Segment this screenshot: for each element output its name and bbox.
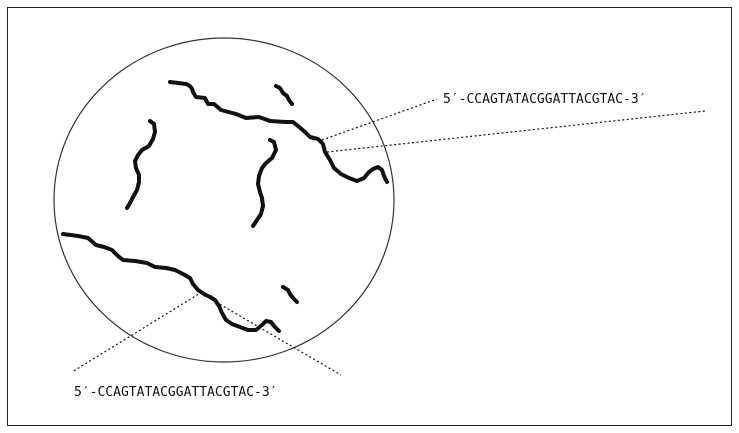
lower-sequence-label: 5′-CCAGTATACGGATTACGTAC-3′ [74,385,278,400]
dna-strand-left [125,119,157,210]
dna-strand-lower-long [61,232,281,333]
cell-circle [53,37,395,363]
pointer-line-lower-2 [215,301,342,376]
diagram-frame [7,7,732,426]
pointer-line-upper-2 [326,110,706,153]
pointer-line-lower-1 [71,291,203,373]
dna-strand-small-bottom [281,285,299,304]
upper-sequence-label: 5′-CCAGTATACGGATTACGTAC-3′ [443,92,647,107]
dna-strand-upper-long [168,80,389,184]
dna-strand-middle [251,138,278,228]
dna-strand-small-top [274,84,294,106]
